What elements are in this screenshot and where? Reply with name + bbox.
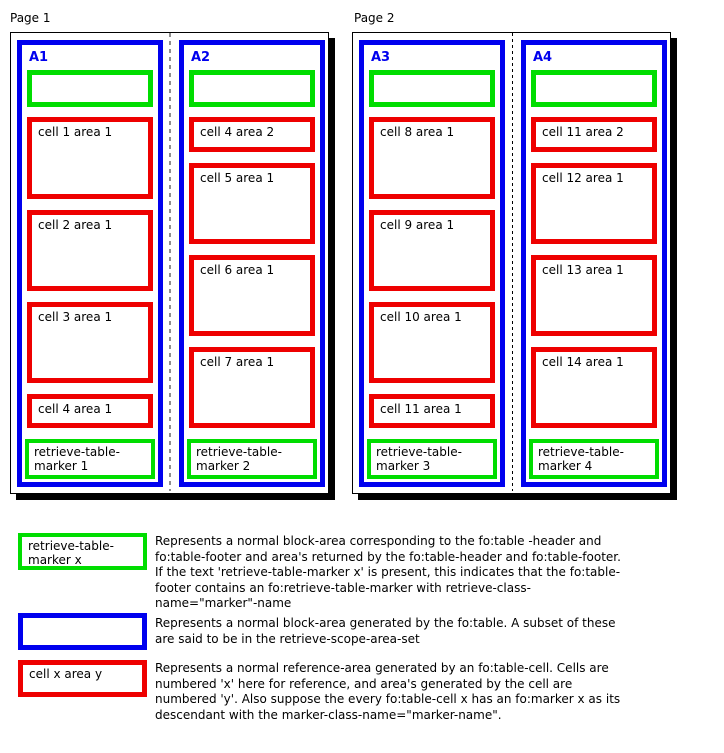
area-a4-title: A4: [533, 50, 553, 65]
cell-label: cell 4 area 1: [38, 401, 113, 416]
legend-swatch-table-cell-area: cell x area y: [18, 660, 147, 697]
table-header-area-a4: [531, 69, 657, 108]
area-a3-title: A3: [371, 50, 391, 65]
legend-swatch-label: retrieve-table-marker x: [28, 539, 114, 567]
legend-swatch-table-block-area: [18, 613, 147, 650]
legend-entry-table-description: Represents a normal block-area generated…: [155, 616, 615, 647]
table-cell-area: cell 6 area 1: [189, 255, 315, 337]
legend-line: If the text 'retrieve-table-marker x' is…: [155, 565, 621, 579]
page-1-box: A1 cell 1 area 1 cell 2 area 1 cell 3 ar…: [10, 32, 329, 494]
legend-line: Represents a normal reference-area gener…: [155, 661, 609, 675]
table-cell-area: cell 4 area 2: [189, 117, 315, 153]
cell-label: cell 7 area 1: [200, 355, 275, 370]
table-cell-area: cell 9 area 1: [369, 209, 495, 291]
cell-label: cell 1 area 1: [38, 125, 113, 140]
table-cell-area: cell 8 area 1: [369, 117, 495, 199]
table-cell-area: cell 14 area 1: [531, 347, 657, 429]
table-footer-marker-area: retrieve-table-marker 3: [367, 439, 497, 480]
table-footer-marker-area: retrieve-table-marker 4: [529, 439, 659, 480]
legend-line: Represents a normal block-area generated…: [155, 616, 616, 630]
legend-line: Represents a normal block-area correspon…: [155, 534, 602, 548]
legend-line: descendant with the marker-class-name="m…: [155, 707, 502, 722]
table-cell-area: cell 10 area 1: [369, 301, 495, 383]
table-footer-marker-area: retrieve-table-marker 2: [187, 439, 317, 480]
cell-label: cell 8 area 1: [380, 125, 455, 140]
table-cell-area: cell 3 area 1: [27, 301, 153, 383]
cell-label: cell 11 area 1: [380, 401, 462, 416]
cell-label: cell 5 area 1: [200, 171, 275, 186]
legend-entry-cell-description: Represents a normal reference-area gener…: [155, 661, 620, 723]
legend-line: footer contains an fo:retrieve-table-mar…: [155, 580, 531, 595]
table-cell-area: cell 1 area 1: [27, 117, 153, 199]
cell-label: cell 12 area 1: [542, 171, 624, 186]
cell-label: cell 6 area 1: [200, 263, 275, 278]
table-cell-area: cell 4 area 1: [27, 393, 153, 429]
flow-area-a1: A1 cell 1 area 1 cell 2 area 1 cell 3 ar…: [17, 40, 163, 487]
flow-area-a4: A4 cell 11 area 2 cell 12 area 1 cell 13…: [521, 40, 667, 487]
area-a2-title: A2: [191, 50, 211, 65]
legend-line: fo:table-footer and area's returned by t…: [155, 549, 621, 564]
table-cell-area: cell 12 area 1: [531, 163, 657, 245]
page-2-label: Page 2: [354, 11, 395, 25]
table-header-area-a1: [27, 69, 153, 108]
cell-label: cell 11 area 2: [542, 125, 624, 140]
cell-label: cell 2 area 1: [38, 217, 113, 232]
page-2-box: A3 cell 8 area 1 cell 9 area 1 cell 10 a…: [352, 32, 671, 494]
cell-label: cell 3 area 1: [38, 309, 113, 324]
flow-area-a3: A3 cell 8 area 1 cell 9 area 1 cell 10 a…: [359, 40, 505, 487]
cell-label: cell 14 area 1: [542, 355, 624, 370]
legend-swatch-label: cell x area y: [29, 667, 103, 681]
area-a1-title: A1: [29, 50, 49, 65]
column-separator: [512, 33, 513, 491]
marker-label: retrieve-table-marker 2: [196, 445, 282, 474]
table-header-area-a3: [369, 69, 495, 108]
marker-label: retrieve-table-marker 1: [34, 445, 120, 474]
page-1-label: Page 1: [10, 11, 51, 25]
table-header-area-a2: [189, 69, 315, 108]
cell-label: cell 10 area 1: [380, 309, 462, 324]
cell-label: cell 9 area 1: [380, 217, 455, 232]
flow-area-a2: A2 cell 4 area 2 cell 5 area 1 cell 6 ar…: [179, 40, 325, 487]
column-separator: [169, 33, 171, 491]
table-footer-marker-area: retrieve-table-marker 1: [25, 439, 155, 480]
legend-line: are said to be in the retrieve-scope-are…: [155, 631, 420, 646]
legend-line: numbered 'y'. Also suppose the every fo:…: [155, 692, 621, 706]
table-cell-area: cell 5 area 1: [189, 163, 315, 245]
legend-entry-marker-description: Represents a normal block-area correspon…: [155, 534, 621, 612]
table-cell-area: cell 11 area 2: [531, 117, 657, 153]
legend-line: numbered 'x' here for reference, and are…: [155, 676, 573, 691]
cell-label: cell 4 area 2: [200, 125, 275, 140]
marker-label: retrieve-table-marker 4: [538, 445, 624, 474]
legend-swatch-retrieve-table-marker: retrieve-table-marker x: [18, 533, 147, 570]
table-cell-area: cell 13 area 1: [531, 255, 657, 337]
table-cell-area: cell 11 area 1: [369, 393, 495, 429]
marker-label: retrieve-table-marker 3: [376, 445, 462, 474]
cell-label: cell 13 area 1: [542, 263, 624, 278]
legend-line: name="marker"-name: [155, 596, 292, 610]
table-cell-area: cell 7 area 1: [189, 347, 315, 429]
table-cell-area: cell 2 area 1: [27, 209, 153, 291]
